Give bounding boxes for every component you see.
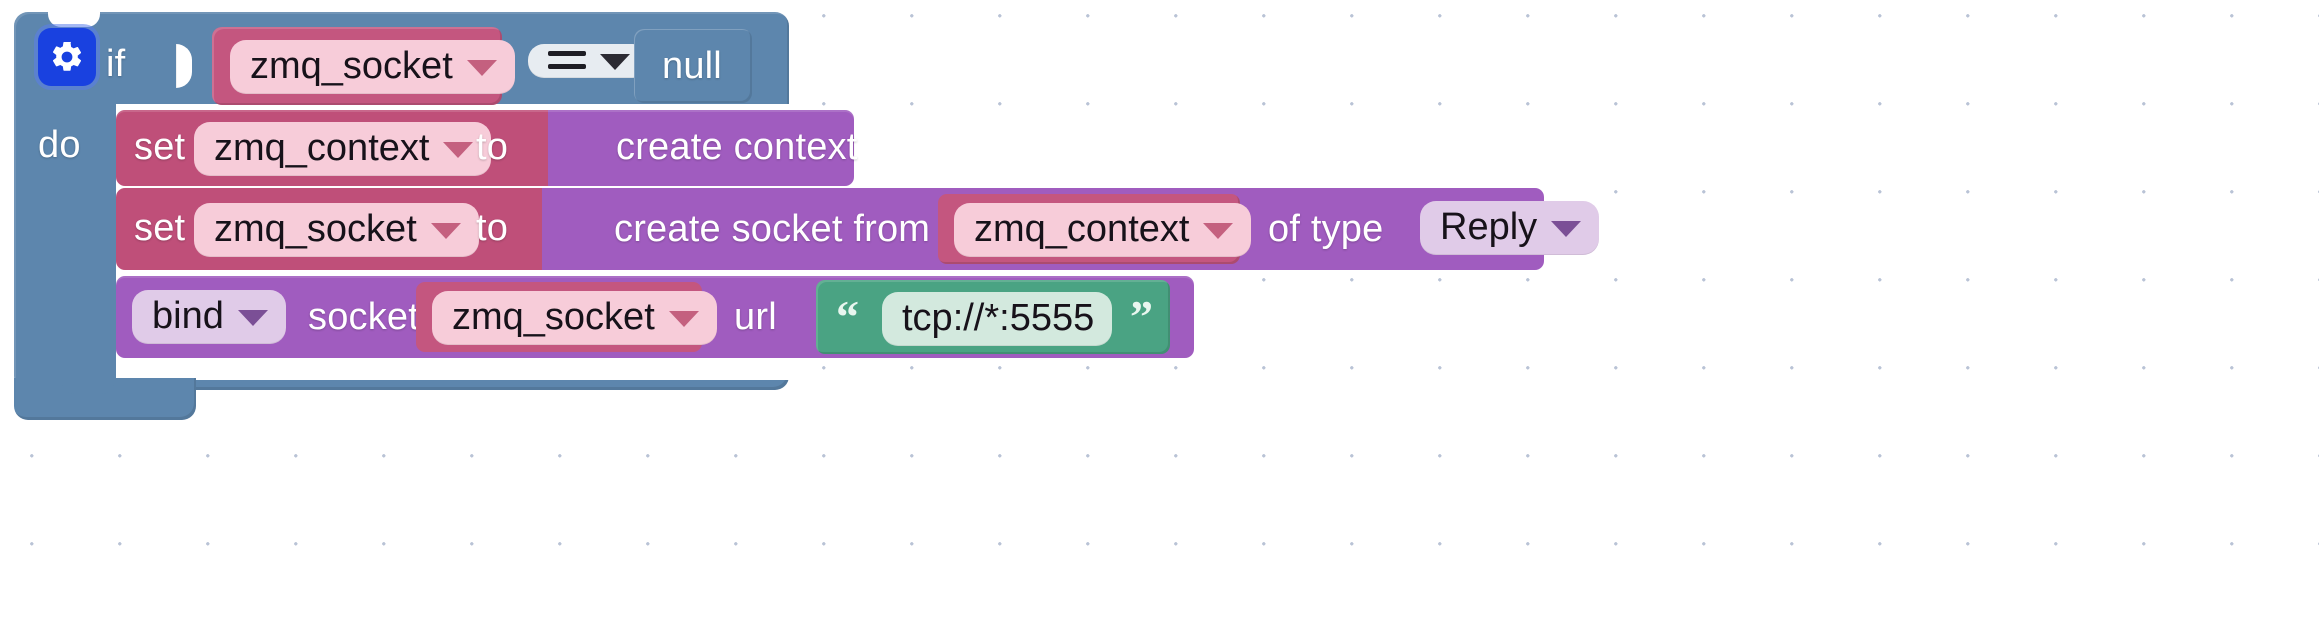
null-label: null (662, 45, 722, 87)
quote-close-icon: ” (1130, 291, 1153, 342)
set-label: set (134, 126, 186, 168)
url-text-input[interactable]: tcp://*:5555 (882, 292, 1113, 346)
variable-name: zmq_socket (250, 45, 453, 87)
chevron-down-icon (430, 223, 461, 239)
gear-icon[interactable] (38, 28, 96, 86)
comparison-block[interactable] (176, 24, 776, 108)
bind-action-value: bind (152, 295, 224, 337)
variable-block-zmq-socket-condition[interactable]: zmq_socket (212, 27, 515, 105)
chevron-down-icon (466, 60, 497, 76)
socket-type-value: Reply (1440, 206, 1538, 248)
url-text-value: tcp://*:5555 (902, 297, 1095, 339)
statement-set-zmq-context[interactable]: set zmq_context to create context (116, 110, 857, 186)
text-string-block[interactable]: “ tcp://*:5555 ” (816, 280, 1170, 354)
variable-dropdown[interactable]: zmq_socket (230, 40, 515, 94)
if-label: if (106, 43, 126, 85)
socket-type-dropdown[interactable]: Reply (1420, 201, 1600, 255)
variable-dropdown-zmq-socket[interactable]: zmq_socket (194, 203, 479, 257)
variable-name: zmq_socket (452, 296, 655, 338)
variable-dropdown[interactable]: zmq_socket (432, 291, 717, 345)
if-block-top-notch (48, 12, 100, 27)
do-label: do (38, 124, 81, 166)
chevron-down-icon (443, 142, 474, 158)
variable-dropdown-zmq-context[interactable]: zmq_context (194, 122, 492, 176)
statement-bind-socket[interactable]: bind socket zmq_socket url “ tcp://*:555… (116, 276, 1194, 358)
create-socket-block[interactable]: create socket from zmq_context of type R… (542, 188, 1600, 270)
variable-dropdown[interactable]: zmq_context (954, 203, 1252, 257)
create-context-block[interactable]: create context (548, 110, 857, 186)
bind-action-dropdown[interactable]: bind (132, 290, 286, 344)
statement-set-zmq-socket[interactable]: set zmq_socket to create socket from zmq… (116, 188, 1600, 270)
chevron-down-icon (668, 311, 699, 327)
create-context-label: create context (616, 126, 858, 168)
chevron-down-icon (237, 310, 268, 326)
socket-label: socket (308, 296, 420, 338)
variable-name: zmq_context (214, 127, 430, 169)
create-socket-label: create socket from (614, 208, 931, 250)
null-block[interactable]: null (634, 29, 752, 103)
variable-name: zmq_socket (214, 208, 417, 250)
chevron-down-icon (1551, 221, 1582, 237)
chevron-down-icon (600, 54, 630, 70)
if-block-bottom-notch (62, 378, 114, 394)
comparison-input-notch (176, 44, 192, 88)
comparison-operator-dropdown[interactable] (528, 44, 648, 78)
chevron-down-icon (1203, 223, 1234, 239)
variable-block-zmq-socket-argument[interactable]: zmq_socket (416, 282, 717, 352)
to-label: to (476, 207, 509, 249)
variable-block-zmq-context-argument[interactable]: zmq_context (938, 194, 1252, 264)
to-label: to (476, 126, 509, 168)
of-type-label: of type (1268, 208, 1384, 250)
url-label: url (734, 296, 777, 338)
equals-icon (548, 51, 586, 69)
set-label: set (134, 207, 186, 249)
variable-name: zmq_context (974, 208, 1190, 250)
quote-open-icon: “ (836, 291, 859, 342)
